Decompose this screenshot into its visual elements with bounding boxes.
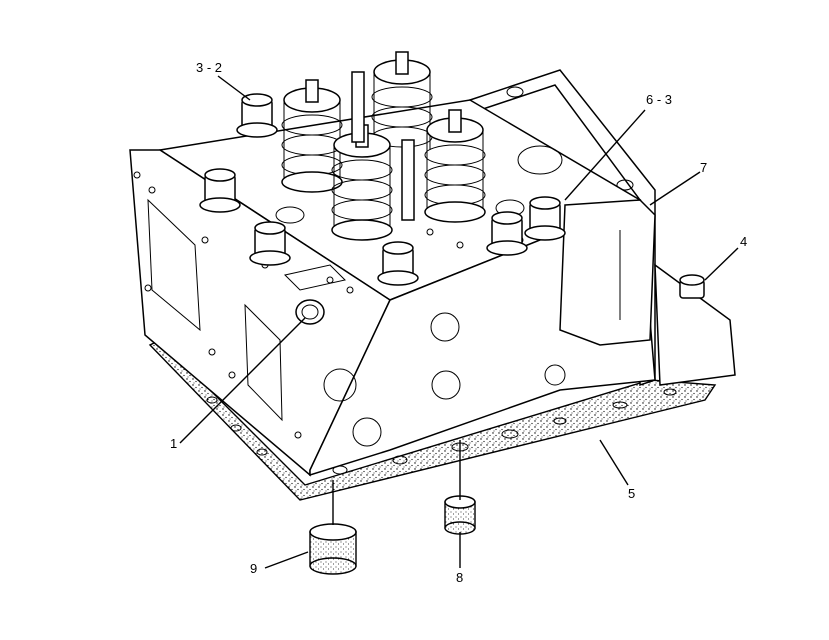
head-bolt-3-2 [236, 93, 278, 138]
head-bolts [199, 93, 566, 286]
valve-spring [424, 109, 486, 223]
callout-6-3: 6 - 3 [646, 92, 672, 107]
valve-spring [281, 79, 343, 193]
callout-5: 5 [628, 486, 635, 501]
callout-3-2: 3 - 2 [196, 60, 222, 75]
leader-lines [179, 75, 739, 569]
callout-7: 7 [700, 160, 707, 175]
callout-1: 1 [170, 436, 177, 451]
head-bolt [249, 221, 291, 266]
sleeve-9 [309, 523, 357, 575]
head-bolt [199, 168, 241, 213]
side-bolt-4 [654, 263, 736, 386]
dowel-8 [444, 495, 476, 535]
valve-spring [371, 51, 433, 150]
callout-4: 4 [740, 234, 747, 249]
callout-8: 8 [456, 570, 463, 585]
callout-labels: 3 - 2 6 - 3 7 4 1 5 8 9 [170, 60, 747, 585]
cylinder-head [129, 99, 656, 477]
plug-1 [295, 299, 325, 325]
callout-9: 9 [250, 561, 257, 576]
rocker-cover-gasket [468, 69, 656, 387]
valve-spring [331, 124, 393, 241]
head-bolt [377, 241, 419, 286]
head-bolt-6-3 [524, 196, 566, 241]
valve-spring-assemblies [281, 51, 486, 241]
head-bolt [486, 211, 528, 256]
